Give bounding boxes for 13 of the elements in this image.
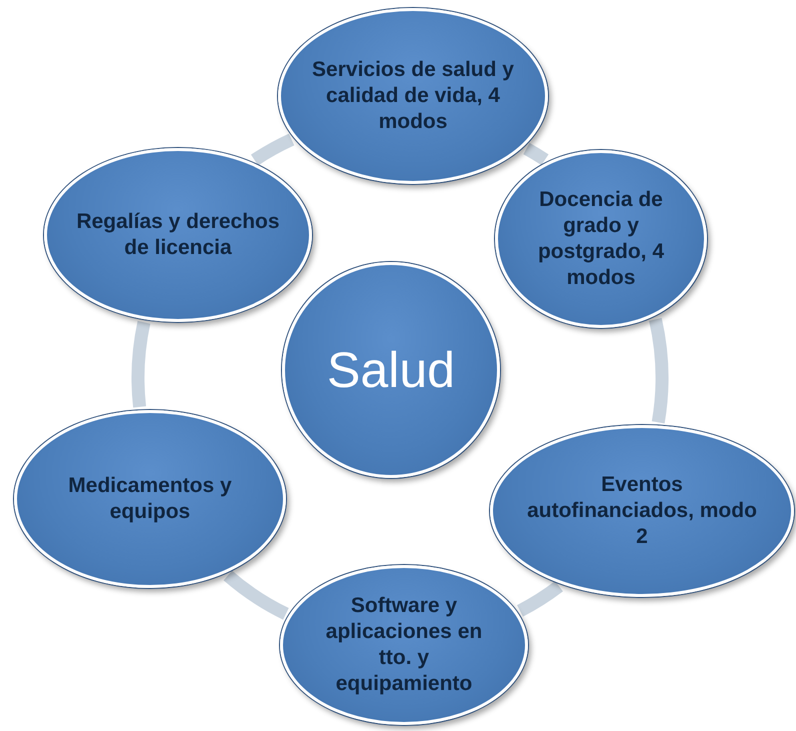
topic-label: Medicamentos y equipos xyxy=(67,472,233,525)
topic-label: Docencia de grado y postgrado, 4 modos xyxy=(536,186,665,292)
ring-segment xyxy=(224,570,289,620)
ring-segment xyxy=(523,142,549,166)
topic-label: Software y aplicaciones en tto. y equipamiento xyxy=(324,592,484,698)
ring-segment xyxy=(648,318,668,424)
topic-label: Eventos autofinanciados, modo 2 xyxy=(526,472,758,550)
topic-label: Regalías y derechos de licencia xyxy=(75,208,281,261)
ring-segment xyxy=(132,321,150,408)
ring-segment xyxy=(251,134,294,166)
center-label: Salud xyxy=(327,340,455,400)
topic-label: Servicios de salud y calidad de vida, 4 modos xyxy=(311,56,515,136)
ring-segment xyxy=(516,580,563,617)
